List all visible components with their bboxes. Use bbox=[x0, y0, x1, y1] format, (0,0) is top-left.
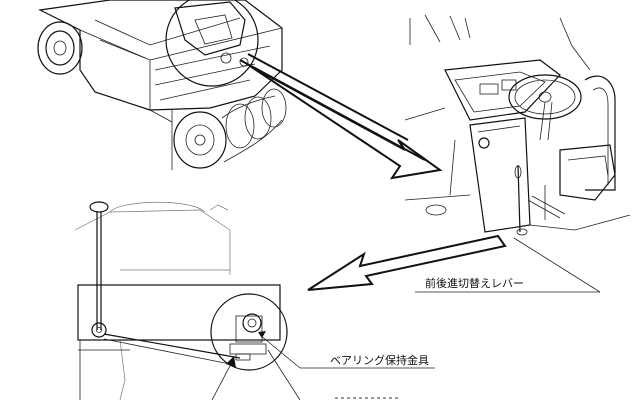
lever-linkage-illustration bbox=[74, 201, 288, 400]
shift-lever-leader bbox=[415, 237, 601, 293]
detail-arrow-2 bbox=[307, 234, 507, 291]
cab-view-illustration bbox=[404, 14, 631, 236]
bearing-bracket-label: ベアリング保持金具 bbox=[330, 353, 429, 367]
roller-machine-illustration bbox=[37, 0, 287, 170]
bearing-bracket-leader bbox=[258, 331, 435, 400]
bottom-pointer-arrow bbox=[211, 356, 236, 400]
detail-arrow-1 bbox=[239, 53, 443, 180]
shift-lever-label: 前後進切替えレバー bbox=[425, 276, 524, 290]
